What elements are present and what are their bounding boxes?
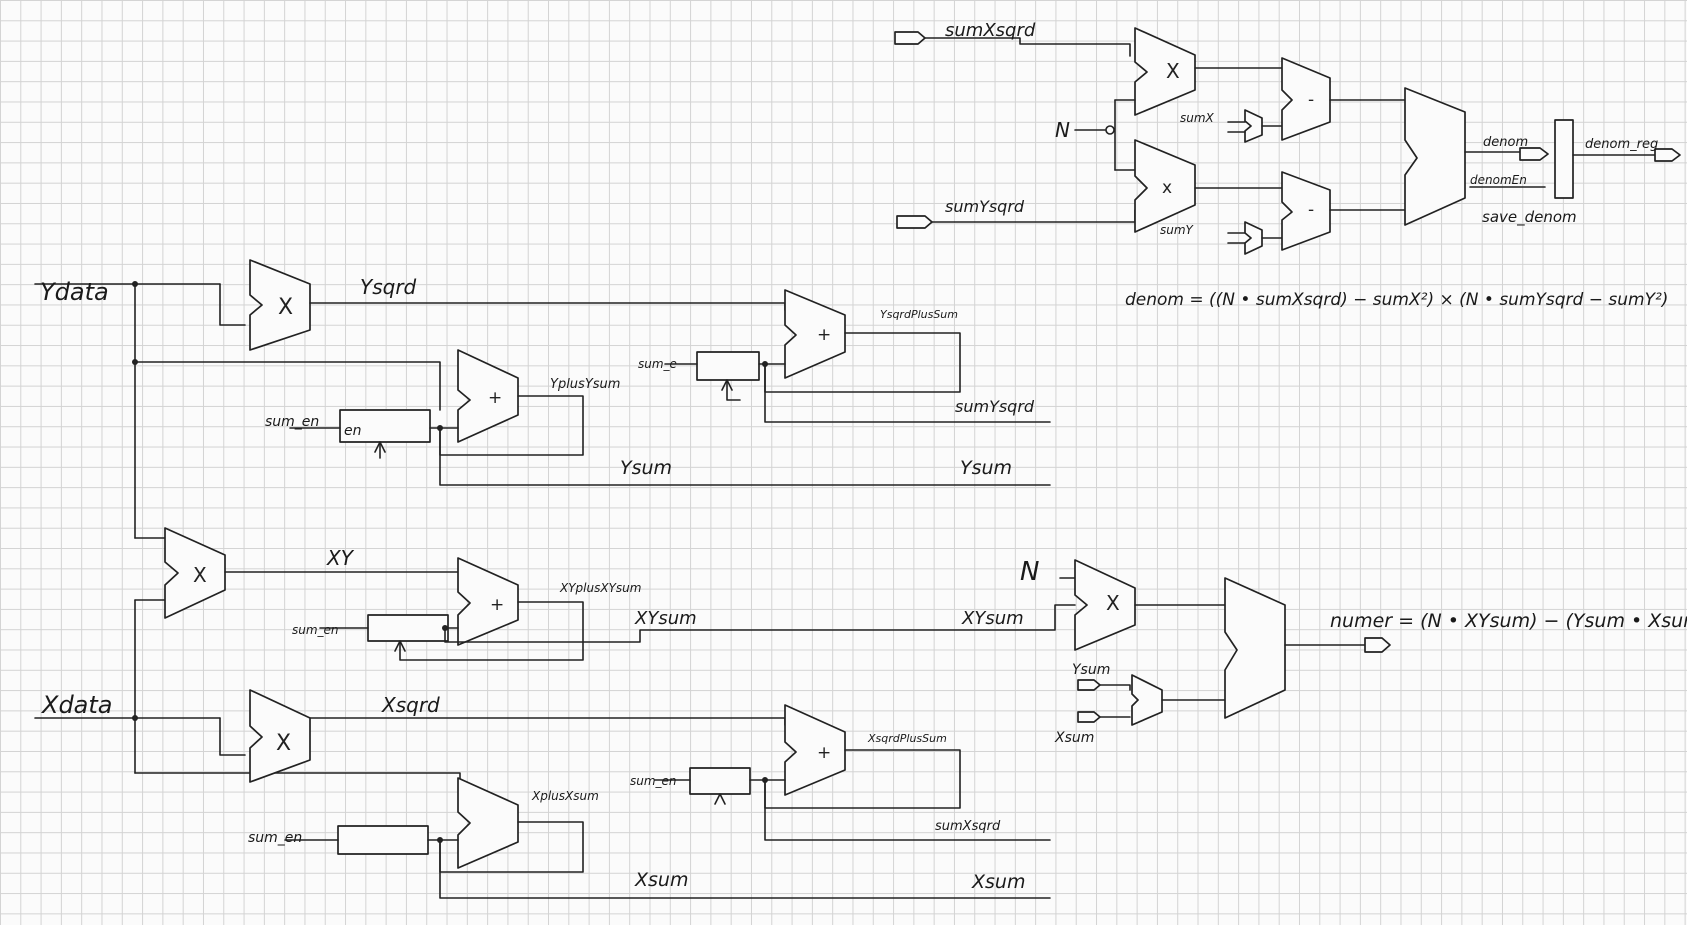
wire-xyplus-feedback [399, 601, 584, 661]
wire-sum-xsqrd-out [764, 779, 1051, 841]
label-xdata: Xdata [40, 691, 113, 719]
subtractor-y-term [1281, 171, 1331, 251]
multiplier-xy [164, 527, 226, 619]
symbol-add-ysqrd: + [817, 325, 831, 345]
symbol-sub-y: - [1308, 200, 1314, 220]
symbol-add-ysum: + [488, 388, 502, 408]
label-sum-en-xy: sum_en [292, 623, 339, 637]
symbol-sub-x: - [1308, 90, 1314, 110]
multiplier-n-sum-xsqrd [1134, 27, 1196, 116]
label-n-numer: N [1020, 557, 1039, 587]
label-ysqrd: Ysqrd [360, 275, 417, 299]
multiplier-ysum-xsum [1077, 674, 1163, 726]
adder-xplus-xsum [457, 777, 519, 869]
wire-ysqrd [309, 302, 786, 311]
label-sum-xsqrd-in: sumXsqrd [945, 20, 1036, 41]
wire-xsum-out [439, 839, 1051, 899]
label-sum-en-x2: sum_en [630, 774, 677, 788]
label-sum-ysqrd: sumYsqrd [955, 397, 1035, 416]
register-denom [1554, 119, 1574, 199]
multiplier-n-sum-ysqrd [1134, 139, 1196, 233]
label-xsum-2: Xsum [971, 871, 1025, 893]
multiplier-y-squared [219, 259, 311, 351]
label-xysum-1: XYsum [634, 608, 697, 629]
symbol-mult-denom-x: X [1166, 59, 1180, 83]
adder-yplus-ysum [457, 349, 519, 443]
port-sum-ysqrd [896, 215, 933, 229]
multiplier-n-xysum [1059, 559, 1136, 651]
symbol-mult-xsqrd: X [276, 731, 291, 756]
subtractor-numer [1224, 577, 1286, 719]
register-xysum [319, 614, 449, 652]
label-xsqrd-plus-sum: XsqrdPlusSum [867, 732, 947, 745]
multiplier-denom [1404, 87, 1466, 226]
label-ysum-numer: Ysum [1072, 662, 1110, 678]
numer-equation: numer = (N • XYsum) − (Ysum • Xsum) [1330, 610, 1687, 632]
label-denom-reg: denom_reg [1585, 137, 1658, 152]
wire-xy [224, 571, 461, 591]
label-xsum-numer: Xsum [1054, 730, 1094, 746]
multiplier-x-squared [219, 689, 311, 783]
label-save-denom: save_denom [1482, 208, 1577, 227]
label-ysum-2: Ysum [960, 457, 1012, 479]
label-ysum-1: Ysum [620, 457, 672, 479]
square-sum-x [1227, 109, 1263, 143]
label-sum-en-y1: sum_en [265, 414, 319, 430]
label-xy: XY [326, 546, 355, 570]
label-xsum-1: Xsum [634, 869, 688, 891]
symbol-mult-ysqrd: X [278, 295, 293, 320]
label-sum-y: sumY [1160, 223, 1195, 237]
numer-output-port [1364, 637, 1391, 653]
register-xsum [284, 825, 429, 855]
adder-xyplus-xysum [457, 557, 519, 646]
port-denom-reg [1654, 148, 1681, 162]
label-sum-x: sumX [1180, 111, 1215, 125]
ydata-rail [34, 281, 441, 539]
label-denom-en: denomEn [1470, 173, 1527, 187]
label-xysum-2: XYsum [961, 608, 1024, 629]
label-xyplus-xysum: XYplusXYsum [559, 581, 641, 595]
wire-sum-ysqrd-out [764, 363, 1051, 423]
register-ysum [289, 409, 431, 459]
label-n-denom: N [1055, 118, 1070, 142]
symbol-mult-xy: X [193, 563, 207, 587]
symbol-mult-denom-y: x [1162, 178, 1172, 198]
square-sum-y [1227, 221, 1263, 255]
wire-ysum-out [439, 427, 1051, 486]
denom-equation: denom = ((N • sumXsqrd) − sumX²) × (N • … [1125, 290, 1668, 310]
label-sum-xsqrd: sumXsqrd [935, 819, 1001, 834]
wire-xsqrd [309, 717, 786, 726]
label-ydata: Ydata [40, 278, 109, 306]
label-denom: denom [1483, 135, 1528, 150]
label-xplus-xsum: XplusXsum [531, 789, 599, 803]
adder-xsqrd-plus-sum [784, 704, 846, 796]
n-input-denom [1074, 99, 1136, 171]
label-ysqrd-plus-sum: YsqrdPlusSum [880, 308, 958, 321]
adder-ysqrd-plus-sum [784, 289, 846, 379]
label-xsqrd: Xsqrd [381, 693, 440, 717]
label-sum-en-x1: sum_en [248, 830, 302, 846]
symbol-mult-numer: X [1106, 591, 1120, 615]
subtractor-x-term [1281, 57, 1331, 141]
label-yplus-ysum: YplusYsum [550, 377, 620, 392]
port-sum-xsqrd [894, 31, 926, 45]
symbol-add-xy: + [490, 595, 504, 615]
wire-xysum-out [444, 604, 1076, 643]
register-sum-ysqrd [664, 351, 760, 401]
label-sum-ysqrd-in: sumYsqrd [945, 197, 1025, 216]
symbol-add-xsqrd: + [817, 743, 831, 763]
wire-sum-xsqrd-in [924, 37, 1131, 57]
label-sum-en-y2: sum_e [638, 357, 677, 371]
label-en: en [344, 423, 362, 439]
port-denom [1519, 147, 1549, 161]
register-sum-xsqrd [654, 767, 751, 805]
